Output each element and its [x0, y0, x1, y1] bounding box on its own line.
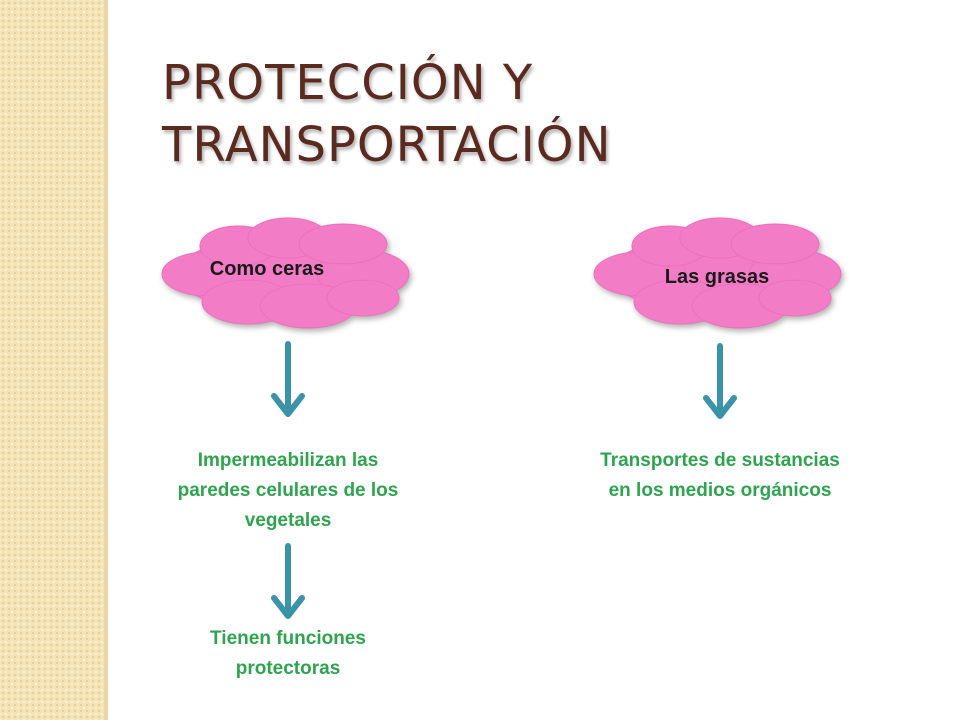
- decorative-side-strip: [0, 0, 104, 720]
- cloud-shape-right: [593, 217, 842, 329]
- arrow-down-icon: [271, 543, 305, 619]
- cloud-label-las-grasas: Las grasas: [664, 266, 770, 288]
- result-text-transportes: Transportes de sustancias en los medios …: [600, 450, 840, 501]
- result-text-funciones-protectoras: Tienen funciones protectoras: [210, 628, 366, 679]
- cloud-label-como-ceras: Como ceras: [209, 258, 325, 280]
- cloud-shape-left: [161, 217, 410, 329]
- result-text-impermeabilizan: Impermeabilizan las paredes celulares de…: [177, 450, 399, 531]
- title-line-2: TRANSPORTACIÓN: [162, 117, 612, 173]
- arrow-down-icon: [271, 341, 305, 417]
- cloud-las-grasas: Las grasas: [590, 212, 844, 330]
- arrow-down-icon: [703, 343, 737, 419]
- title-line-1: PROTECCIÓN Y: [162, 55, 534, 111]
- cloud-como-ceras: Como ceras: [158, 212, 412, 330]
- decorative-side-line: [104, 0, 108, 720]
- page-title: PROTECCIÓN Y TRANSPORTACIÓN: [162, 52, 922, 176]
